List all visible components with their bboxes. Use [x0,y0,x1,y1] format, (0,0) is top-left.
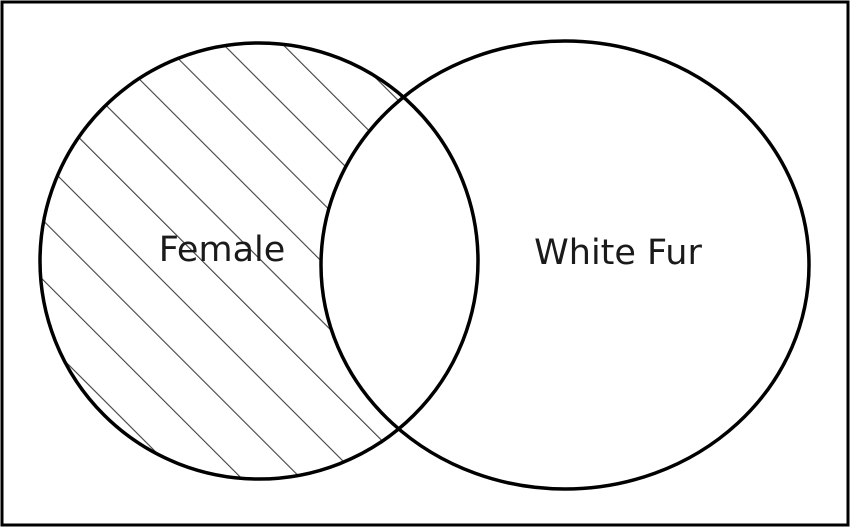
white-fur-circle [319,39,811,491]
female-circle [38,41,480,481]
white-fur-label: White Fur [534,233,702,273]
female-label: Female [159,230,286,270]
